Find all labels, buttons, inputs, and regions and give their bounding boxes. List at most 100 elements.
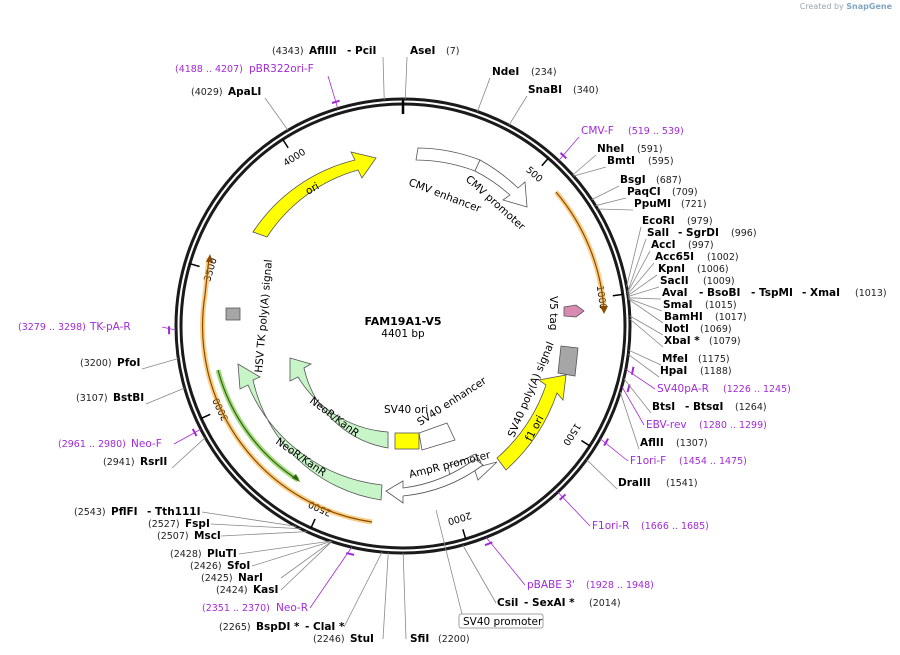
site-pluti: PluTI bbox=[207, 548, 237, 560]
site-bspdi: BspDI * bbox=[256, 621, 300, 633]
site-smai-pos: (1015) bbox=[705, 300, 737, 311]
site-apali-pos: (4029) bbox=[191, 87, 223, 98]
site-fspi-pos: (2527) bbox=[148, 519, 180, 530]
tick-mark bbox=[189, 262, 200, 268]
leader-line bbox=[382, 56, 385, 100]
snapgene-credit: Created by SnapGene bbox=[799, 2, 892, 11]
leader-line bbox=[629, 315, 664, 336]
tick-mark bbox=[200, 413, 211, 420]
leader-line bbox=[238, 540, 331, 555]
feature-neor-kanr-arrow-outer[interactable] bbox=[237, 363, 383, 501]
label-hsv-tk-polya: HSV TK poly(A) signal bbox=[253, 259, 275, 373]
leader-line bbox=[327, 75, 339, 109]
site-nhei-pos: (591) bbox=[637, 144, 663, 155]
site-pflfi-pos: (2543) bbox=[74, 507, 106, 518]
v5-tag-box[interactable] bbox=[563, 304, 585, 318]
leader-line bbox=[619, 391, 640, 450]
site-paqci-pos: (709) bbox=[672, 187, 698, 198]
site-fspi: FspI bbox=[185, 518, 210, 530]
site-aflii-pos: (1307) bbox=[676, 438, 708, 449]
feature-cmv-promoter-arrow[interactable] bbox=[474, 159, 528, 208]
site-sgrdi: - SgrDI bbox=[678, 227, 719, 239]
site-afliii-pos: (4343) bbox=[272, 46, 304, 57]
leader-line bbox=[145, 387, 185, 405]
site-rsrii: RsrII bbox=[140, 456, 167, 468]
leader-line bbox=[173, 428, 202, 445]
site-hpai-pos: (1188) bbox=[700, 366, 732, 377]
site-asei: AseI bbox=[410, 45, 435, 57]
site-bmti: BmtI bbox=[607, 155, 635, 167]
leader-line bbox=[309, 546, 353, 609]
primer-f1ori-f-range: (1454 .. 1475) bbox=[679, 456, 747, 467]
site-stui: StuI bbox=[350, 633, 374, 645]
site-bstbi-pos: (3107) bbox=[76, 393, 108, 404]
site-bmti-pos: (595) bbox=[648, 156, 674, 167]
leader-line bbox=[627, 262, 655, 295]
leader-line bbox=[404, 56, 408, 100]
sv40-ori-box[interactable] bbox=[394, 432, 420, 450]
feature-ori-arrow[interactable] bbox=[252, 151, 377, 238]
tick-mark bbox=[462, 529, 467, 540]
tick-mark bbox=[310, 518, 316, 529]
feature-f1-ori-arrow[interactable] bbox=[496, 374, 567, 471]
sv40-polya-box[interactable] bbox=[557, 345, 579, 377]
primer-cmv-f-range: (519 .. 539) bbox=[628, 126, 684, 137]
leader-line bbox=[627, 274, 658, 296]
site-msci-pos: (2507) bbox=[157, 531, 189, 542]
plasmid-name: FAM19A1-V5 bbox=[364, 315, 441, 328]
feature-cmv-enhancer-arrow[interactable] bbox=[415, 147, 481, 172]
leader-line bbox=[628, 298, 664, 324]
label-v5-tag: V5 tag bbox=[547, 296, 559, 330]
site-leaders bbox=[141, 56, 664, 640]
site-acc65i-pos: (1002) bbox=[707, 252, 739, 263]
primer-tk-pa-r: TK-pA-R bbox=[89, 321, 131, 333]
leader-line bbox=[629, 318, 664, 348]
feature-neor-kanr-arrow-inner[interactable] bbox=[289, 357, 389, 449]
sv40-enhancer-box[interactable] bbox=[418, 422, 456, 451]
site-pluti-pos: (2428) bbox=[170, 549, 202, 560]
hsv-tk-polya-box[interactable] bbox=[225, 307, 241, 321]
leader-line bbox=[595, 197, 627, 207]
site-ndei-pos: (234) bbox=[531, 67, 557, 78]
primer-pbabe3-range: (1928 .. 1948) bbox=[586, 580, 654, 591]
site-nari-pos: (2425) bbox=[201, 573, 233, 584]
site-pfoi-pos: (3200) bbox=[80, 358, 112, 369]
tick-label: 500 bbox=[523, 165, 544, 185]
site-kpni: KpnI bbox=[658, 263, 685, 275]
leader-line bbox=[210, 523, 301, 530]
site-acci: AccI bbox=[651, 239, 675, 251]
primer-pbr322ori-f: pBR322ori-F bbox=[249, 63, 314, 75]
site-bstbi: BstBI bbox=[113, 392, 144, 404]
feature-ampr-main-arrow[interactable] bbox=[385, 458, 484, 504]
site-avai: AvaI bbox=[662, 287, 688, 299]
site-sacii: SacII bbox=[660, 275, 689, 287]
leader-line bbox=[627, 354, 660, 378]
site-bamhi: BamHI bbox=[664, 311, 703, 323]
primer-neo-r: Neo-R bbox=[276, 602, 308, 614]
site-kasi: KasI bbox=[253, 584, 278, 596]
site-xbai-pos: (1079) bbox=[709, 336, 741, 347]
site-apali: ApaLI bbox=[228, 86, 261, 98]
leader-line bbox=[220, 531, 307, 537]
leader-line bbox=[477, 77, 491, 112]
leader-line bbox=[141, 358, 179, 370]
leader-line bbox=[343, 551, 383, 628]
site-xmai: - XmaI bbox=[802, 287, 840, 299]
primer-tk-pa-r-range: (3279 .. 3298) bbox=[18, 322, 86, 333]
primer-neo-r-range: (2351 .. 2370) bbox=[202, 603, 270, 614]
site-sali: SalI bbox=[647, 227, 669, 239]
label-neor-kanr-outer: NeoR/KanR bbox=[273, 436, 328, 479]
site-clai: - ClaI * bbox=[305, 621, 345, 633]
site-tth111i: - Tth111I bbox=[147, 506, 201, 518]
sites-left: (4343) AflIII - PciI AseI (7) (4029) Apa… bbox=[74, 45, 470, 645]
site-pfoi: PfoI bbox=[117, 357, 140, 369]
site-csii: CsiI bbox=[497, 597, 518, 609]
site-xbai: XbaI * bbox=[664, 335, 700, 347]
primer-f1ori-r-range: (1666 .. 1685) bbox=[641, 521, 709, 532]
primer-pbabe3: pBABE 3' bbox=[527, 579, 575, 591]
site-sfoi-pos: (2426) bbox=[190, 561, 222, 572]
leader-line bbox=[597, 208, 634, 211]
leader-line bbox=[572, 154, 597, 176]
leader-line bbox=[621, 386, 645, 426]
